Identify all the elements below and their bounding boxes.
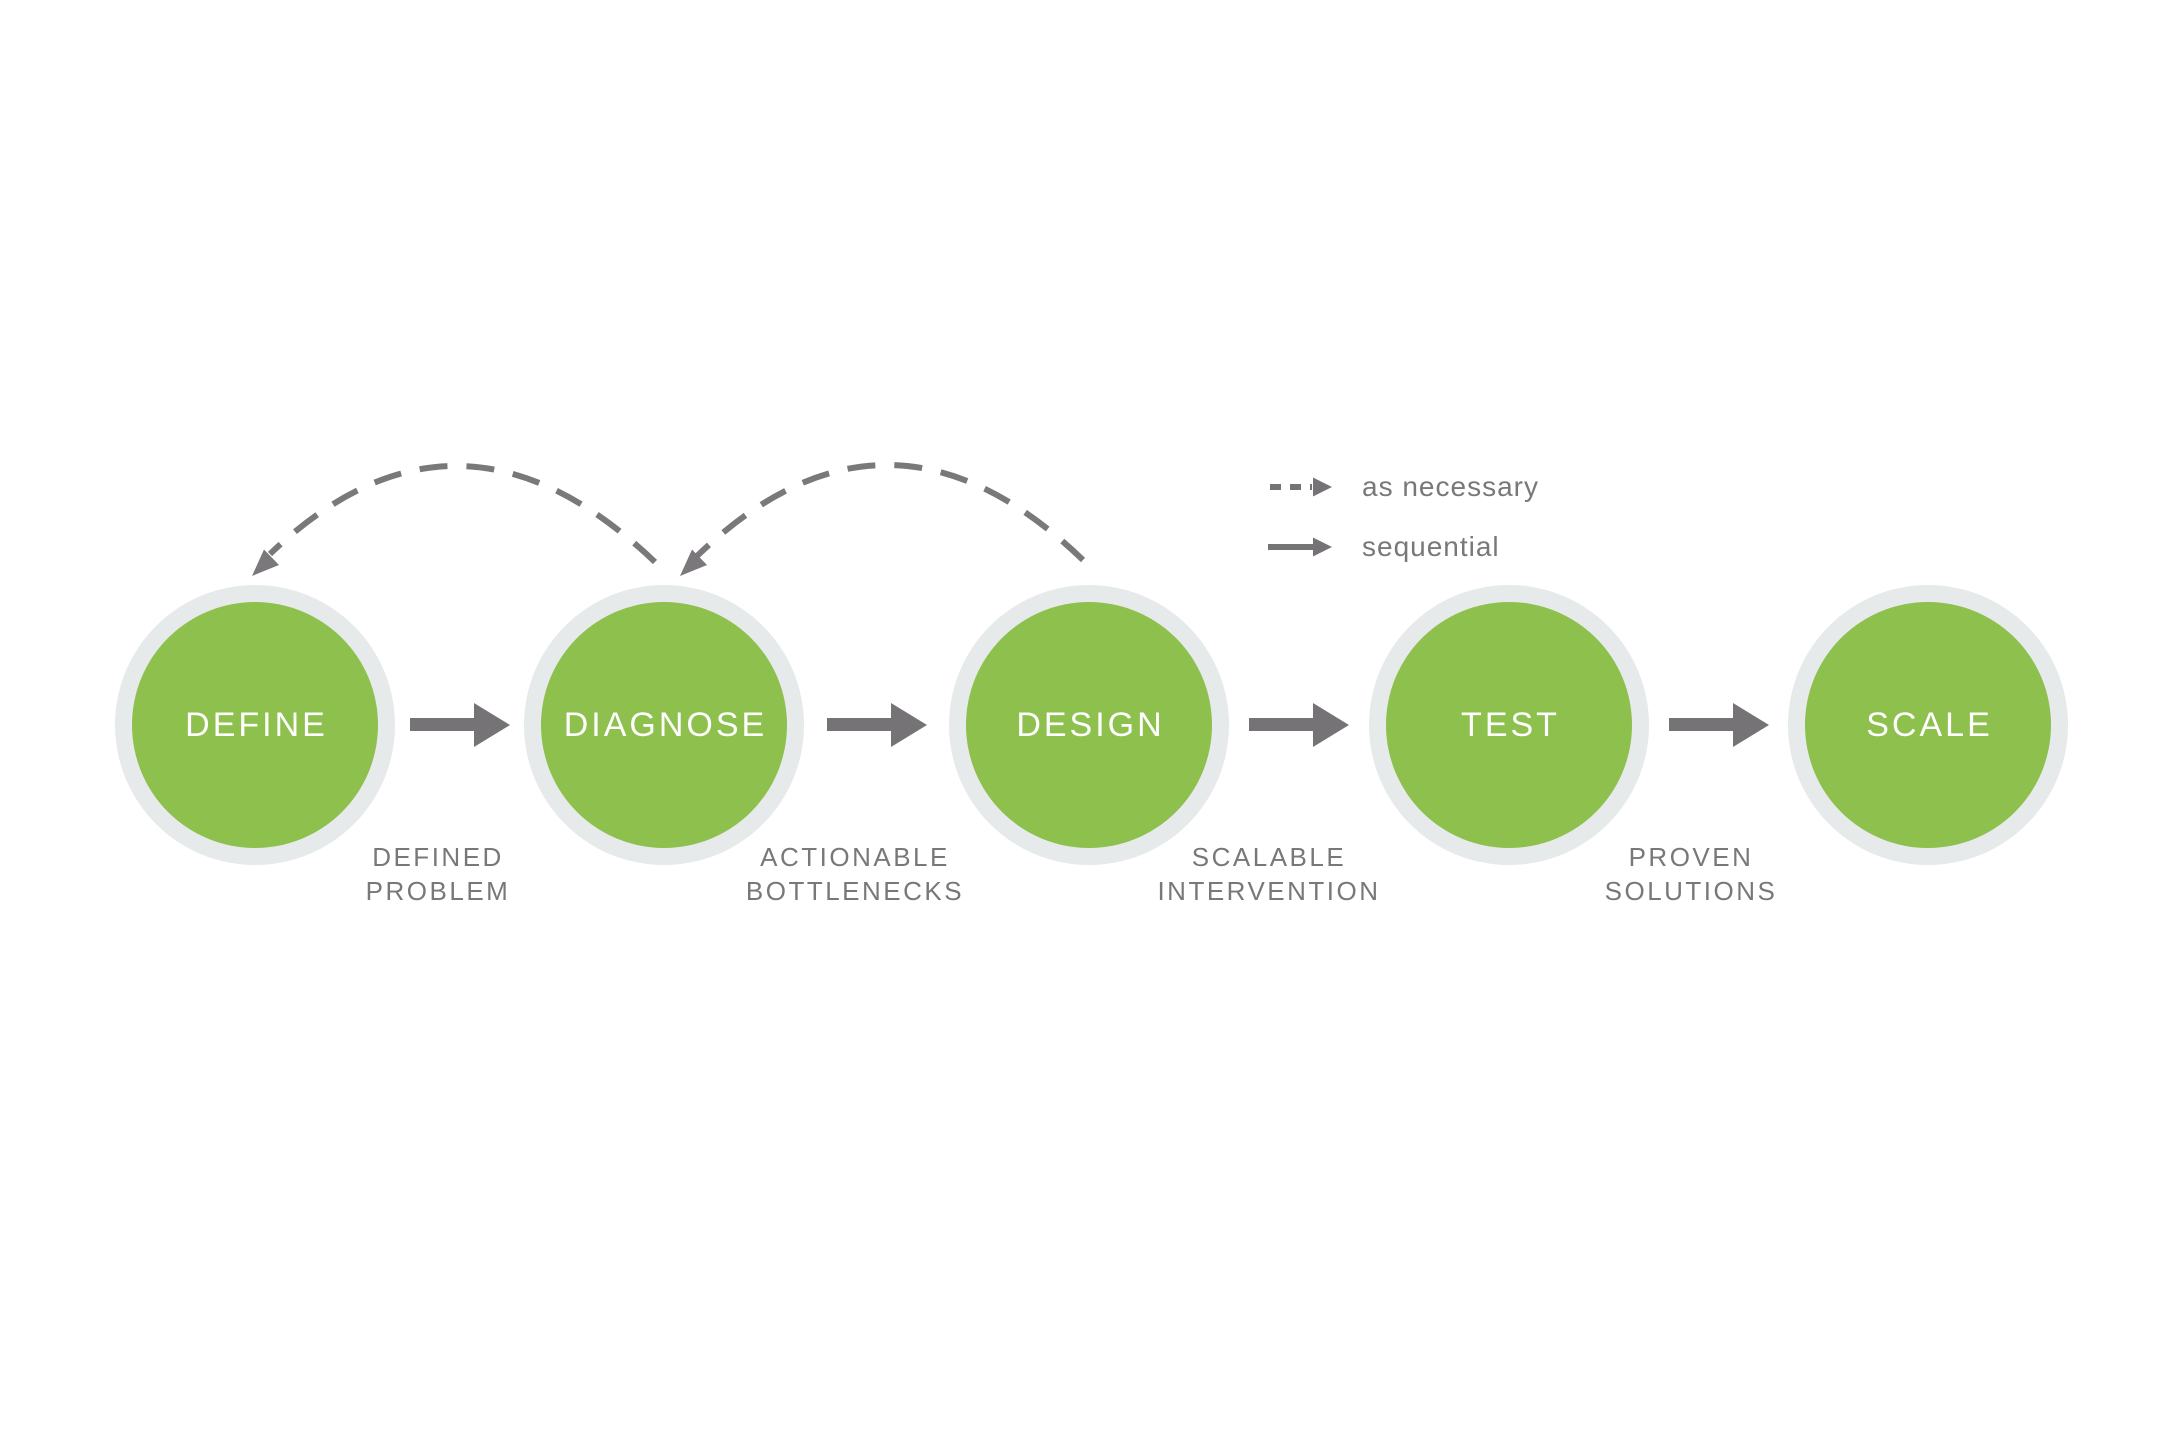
stage-circle-define: DEFINE xyxy=(115,585,395,865)
stage-label-diagnose: DIAGNOSE xyxy=(563,705,768,744)
transition-label-line2: SOLUTIONS xyxy=(1604,876,1778,906)
sequential-arrow-1 xyxy=(410,703,510,747)
dashed-arc xyxy=(267,463,658,565)
stage-circle-test-fill: TEST xyxy=(1386,602,1632,848)
stage-circle-test: TEST xyxy=(1369,585,1649,865)
sequential-arrow-4 xyxy=(1669,703,1769,747)
arrow-shaft xyxy=(410,718,474,731)
stage-circle-diagnose: DIAGNOSE xyxy=(524,585,804,865)
transition-label-scalable-intervention: SCALABLE INTERVENTION xyxy=(1109,840,1429,908)
stage-label-define: DEFINE xyxy=(185,705,328,744)
legend-row-sequential: sequential xyxy=(1268,531,1539,562)
arrow-head-icon xyxy=(1313,703,1349,747)
arrow-shaft xyxy=(1669,718,1733,731)
arrow-head-icon xyxy=(474,703,510,747)
legend-label-as-necessary: as necessary xyxy=(1362,471,1539,502)
transition-label-line2: PROBLEM xyxy=(365,876,511,906)
arrow-head-icon xyxy=(1733,703,1769,747)
transition-label-line1: DEFINED xyxy=(372,842,504,872)
dashed-arrow-icon xyxy=(1270,477,1332,497)
return-arc-diagnose-to-define xyxy=(252,463,658,576)
transition-label-defined-problem: DEFINED PROBLEM xyxy=(278,840,598,908)
stage-circle-design-fill: DESIGN xyxy=(966,602,1212,848)
transition-label-line2: BOTTLENECKS xyxy=(745,876,965,906)
stage-circle-design: DESIGN xyxy=(949,585,1229,865)
transition-label-line1: SCALABLE xyxy=(1191,842,1347,872)
sequential-arrow-3 xyxy=(1249,703,1349,747)
stage-label-scale: SCALE xyxy=(1866,705,1993,744)
arc-arrowhead-icon xyxy=(252,549,279,576)
stage-label-design: DESIGN xyxy=(1016,705,1165,744)
return-arc-design-to-diagnose xyxy=(680,462,1086,576)
legend: as necessary sequential xyxy=(1268,471,1539,594)
arrow-shaft xyxy=(827,718,891,731)
stage-circle-scale: SCALE xyxy=(1788,585,2068,865)
solid-arrow-icon xyxy=(1268,537,1332,557)
legend-row-as-necessary: as necessary xyxy=(1268,471,1539,502)
stage-circle-scale-fill: SCALE xyxy=(1805,602,2051,848)
transition-label-actionable-bottlenecks: ACTIONABLE BOTTLENECKS xyxy=(695,840,1015,908)
transition-label-line1: PROVEN xyxy=(1628,842,1754,872)
legend-label-sequential: sequential xyxy=(1362,531,1500,562)
transition-label-line2: INTERVENTION xyxy=(1157,876,1381,906)
arrow-shaft xyxy=(1249,718,1313,731)
arrow-head-icon xyxy=(891,703,927,747)
transition-label-line1: ACTIONABLE xyxy=(760,842,950,872)
stage-circle-diagnose-fill: DIAGNOSE xyxy=(541,602,787,848)
arc-arrowhead-icon xyxy=(680,549,707,576)
stage-circle-define-fill: DEFINE xyxy=(132,602,378,848)
transition-label-proven-solutions: PROVEN SOLUTIONS xyxy=(1531,840,1851,908)
stage-label-test: TEST xyxy=(1461,705,1560,744)
dashed-arc xyxy=(694,462,1086,563)
sequential-arrow-2 xyxy=(827,703,927,747)
